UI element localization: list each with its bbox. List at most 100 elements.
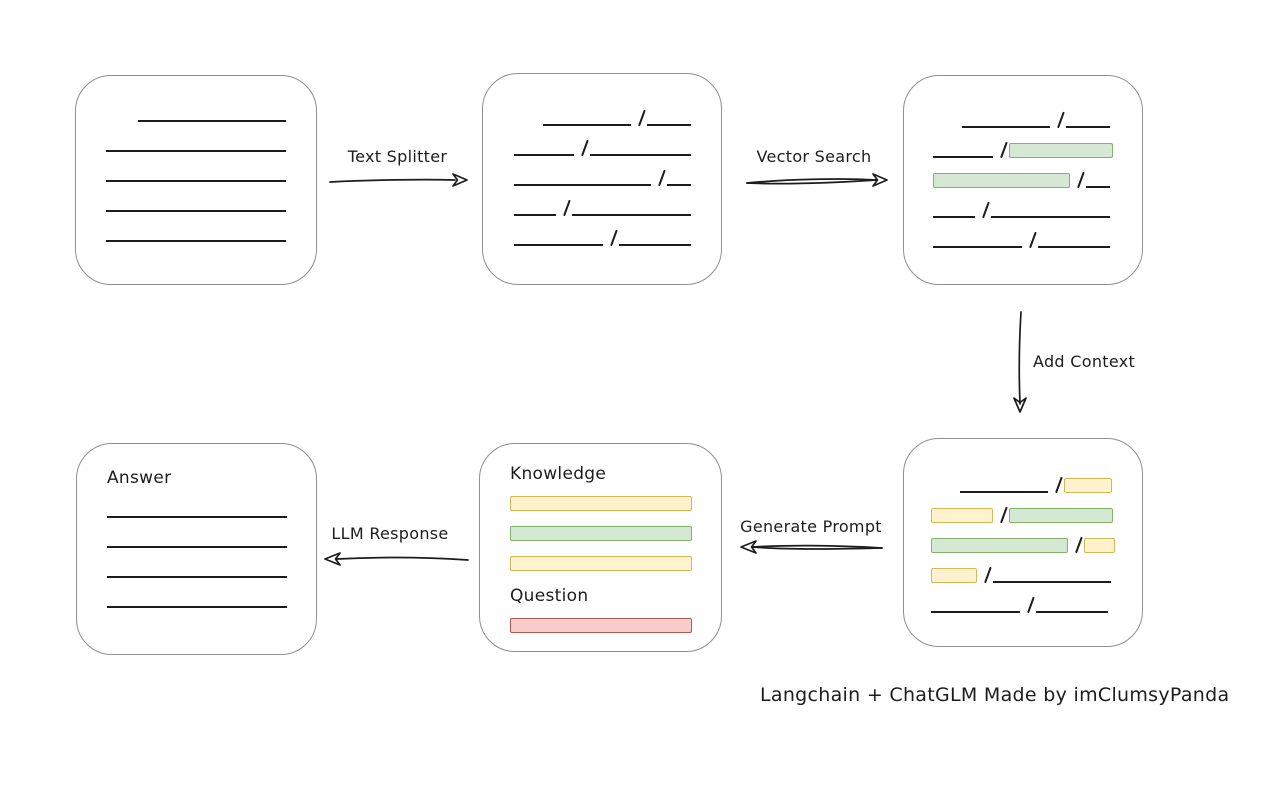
text-row [931,553,1142,584]
text-line [960,491,1048,493]
slash-separator [982,201,990,219]
text-line [933,216,975,218]
text-row [510,607,721,633]
context-chunks-box [903,438,1143,647]
text-line [993,581,1112,583]
slash-separator [638,109,646,127]
question-bar [510,607,721,633]
split-chunks-box [482,73,722,285]
slash-separator [1027,596,1035,614]
text-row [931,493,1142,524]
green-chunk-chip [933,173,1070,188]
text-line [1086,186,1111,188]
text-line [138,120,286,122]
text-row [510,484,721,511]
text-row [933,218,1142,249]
slash-separator [1077,171,1085,189]
yellow-chunk-chip [931,568,977,583]
slash-separator [563,199,571,217]
slash-separator [1029,231,1037,249]
text-line [106,150,286,152]
slash-separator [984,566,992,584]
caption: Langchain + ChatGLM Made by imClumsyPand… [760,684,1230,706]
text-line [107,546,287,548]
knowledge-label: Knowledge [510,464,607,484]
red-chunk-chip [510,618,692,633]
text-line [107,606,287,608]
answer-lines [107,488,316,608]
text-row [931,463,1142,494]
text-splitter-arrow-icon [329,173,468,187]
slash-separator [1000,141,1008,159]
prompt-box: Knowledge Question [479,443,722,652]
text-row [106,152,286,182]
answer-label: Answer [107,468,172,488]
text-line [1038,246,1111,248]
add-context-label: Add Context [1033,352,1136,371]
slash-separator [1057,111,1065,129]
text-row [514,186,721,217]
text-row [514,216,721,247]
slash-separator [581,139,589,157]
text-line [106,240,286,242]
text-splitter-label: Text Splitter [347,147,448,166]
text-line [572,214,692,216]
text-line [107,576,287,578]
green-chunk-chip [1009,508,1114,523]
text-line [931,611,1020,613]
generate-prompt-label: Generate Prompt [740,517,882,536]
llm-response-label: LLM Response [331,524,449,543]
yellow-chunk-chip [1084,538,1116,553]
text-row [106,92,286,122]
text-row [933,98,1142,129]
text-line [1066,126,1111,128]
text-row [510,511,721,541]
text-line [514,184,651,186]
slash-separator [1055,476,1063,494]
knowledge-bars [510,484,721,571]
text-row [106,122,286,152]
text-line [667,184,692,186]
text-row [107,488,316,518]
yellow-chunk-chip [510,556,692,571]
text-line [106,210,286,212]
llm-response-arrow-icon [324,552,469,566]
vector-matched-chunks-box [903,75,1143,285]
text-line [514,214,556,216]
question-label: Question [510,586,589,606]
green-chunk-chip [510,526,692,541]
text-row [933,128,1142,159]
text-row [514,156,721,187]
text-line [933,156,993,158]
text-row [107,518,316,548]
slash-separator [1075,536,1083,554]
text-row [933,188,1142,219]
text-row [510,541,721,571]
text-line [991,216,1111,218]
yellow-chunk-chip [510,496,692,511]
text-row [933,158,1142,189]
text-line [590,154,692,156]
vector-search-label: Vector Search [756,147,872,166]
text-row [931,583,1142,614]
text-line [1036,611,1109,613]
green-chunk-chip [931,538,1068,553]
generate-prompt-arrow-icon [740,540,883,554]
yellow-chunk-chip [931,508,993,523]
source-document-box [75,75,317,285]
vector-search-arrow-icon [746,173,888,187]
text-row [514,96,721,127]
text-line [619,244,692,246]
text-line [106,180,286,182]
text-row [107,578,316,608]
green-chunk-chip [1009,143,1114,158]
text-line [543,124,631,126]
text-row [514,126,721,157]
text-line [933,246,1022,248]
text-row [931,523,1142,554]
yellow-chunk-chip [1064,478,1113,493]
text-line [962,126,1050,128]
slash-separator [658,169,666,187]
text-row [106,182,286,212]
